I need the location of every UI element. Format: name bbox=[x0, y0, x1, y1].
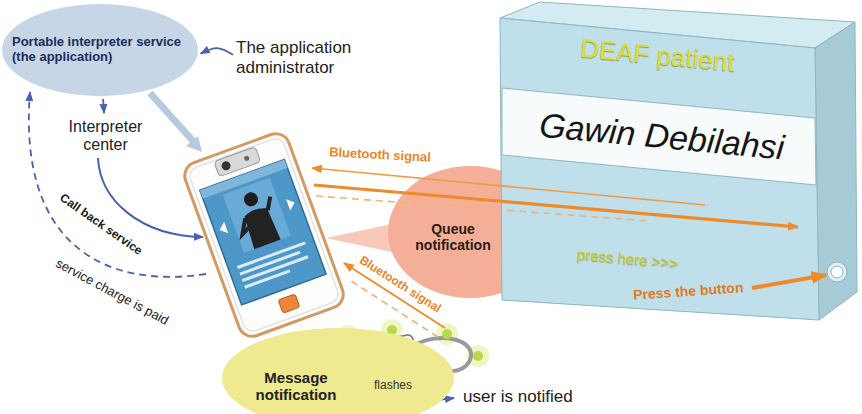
screen-arrow bbox=[218, 222, 229, 236]
signer-head bbox=[242, 190, 260, 208]
queue-wedge bbox=[326, 224, 392, 252]
bluetooth-arrow bbox=[344, 263, 445, 328]
press-arrow bbox=[752, 275, 826, 288]
phone-button bbox=[278, 294, 300, 313]
bluetooth-arrow bbox=[312, 168, 705, 205]
card-button bbox=[831, 266, 843, 278]
card-button bbox=[827, 262, 847, 282]
user-notified-label: user is notified bbox=[463, 387, 573, 407]
interpreter-center-text: Interpreter center bbox=[58, 116, 153, 157]
message-notification-ellipse: Message notification bbox=[222, 328, 454, 414]
video-frame bbox=[223, 178, 291, 253]
phone-sensor bbox=[244, 155, 250, 161]
card-face bbox=[500, 18, 819, 320]
phone-body bbox=[181, 130, 347, 341]
patient-card: DEAF patientGawin Debilahsipress here >>… bbox=[497, 0, 859, 338]
payment-arrow bbox=[29, 92, 206, 277]
screen-arrow bbox=[286, 197, 297, 211]
administrator-text: The application administrator bbox=[236, 36, 381, 79]
message-label: Message notification bbox=[252, 369, 340, 404]
flow-arrow bbox=[102, 99, 105, 113]
application-ellipse: Portable interpreter service (the applic… bbox=[2, 4, 198, 96]
flow-arrow bbox=[201, 48, 233, 55]
signer-arm bbox=[264, 197, 275, 211]
light-dot bbox=[442, 329, 452, 339]
bluetooth-arrow bbox=[314, 185, 798, 227]
card-face bbox=[502, 88, 816, 185]
light-halo bbox=[436, 323, 458, 345]
service-title: Portable interpreter service (the applic… bbox=[12, 35, 188, 65]
call-back-arrow bbox=[98, 158, 203, 237]
bluetooth-label: Bluetooth signal bbox=[329, 145, 431, 165]
bluetooth-dashed bbox=[348, 279, 438, 337]
interpreter-label: Interpreter center bbox=[58, 118, 153, 155]
administrator-label: The application administrator bbox=[236, 38, 381, 77]
screen-text-line bbox=[244, 269, 290, 288]
service-charge-label: service charge is paid bbox=[53, 256, 171, 328]
app-to-phone-head bbox=[186, 136, 202, 152]
light-dot bbox=[473, 351, 483, 361]
phone-screen bbox=[200, 159, 326, 304]
screen-text-line bbox=[242, 255, 309, 282]
queue-label: Queue notification bbox=[414, 221, 492, 253]
phone-bezel bbox=[187, 136, 340, 334]
bluetooth-dashed bbox=[316, 196, 650, 221]
app-to-phone-arrow bbox=[150, 93, 193, 141]
signer-arm bbox=[238, 217, 254, 234]
call-back-label: Call back service bbox=[56, 191, 144, 258]
smartphone bbox=[181, 130, 347, 341]
phone-camera bbox=[220, 160, 232, 172]
card-face bbox=[815, 22, 857, 320]
